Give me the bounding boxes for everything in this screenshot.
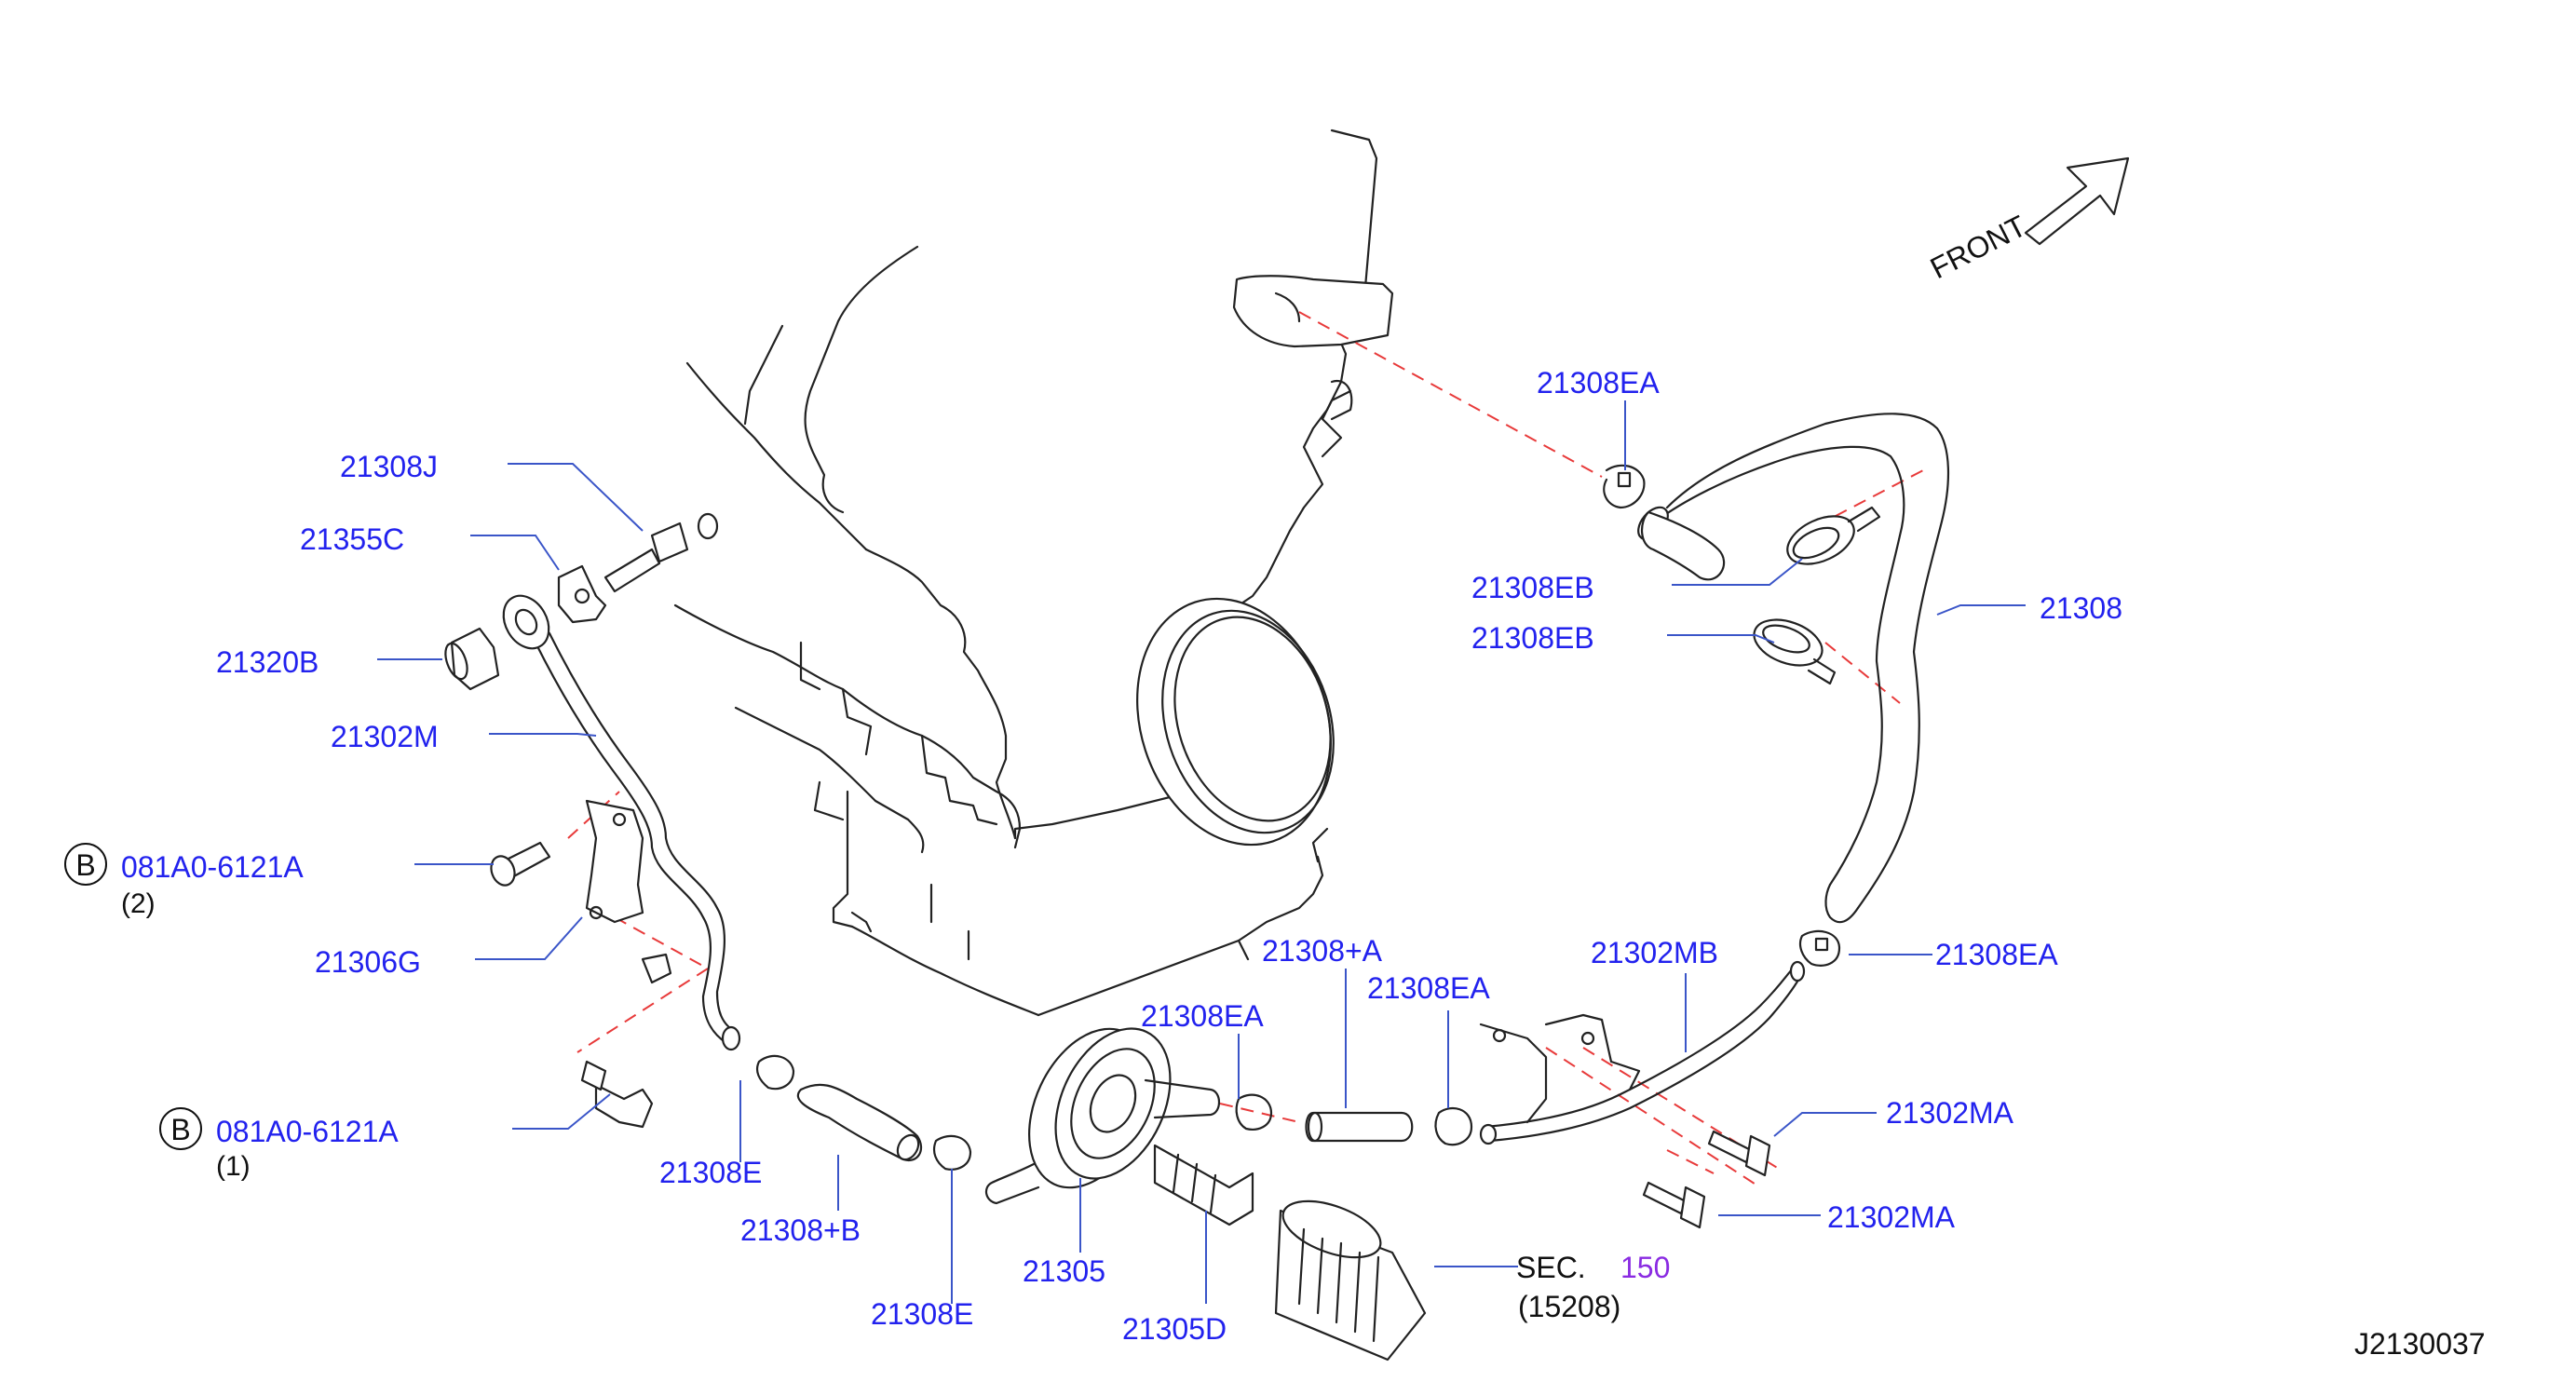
callout-21308E-lower[interactable]: 21308E <box>871 1297 973 1331</box>
crank-pulley <box>1136 597 1335 847</box>
clamp-21308EA-right <box>1798 929 1841 967</box>
callout-21355C[interactable]: 21355C <box>300 522 404 556</box>
bolt-081A0-lower <box>580 1060 654 1129</box>
front-arrow-icon <box>2024 156 2130 246</box>
oil-cooler-21305 <box>984 1027 1221 1205</box>
bracket-21306G <box>585 799 672 984</box>
front-label: FRONT <box>1925 209 2032 285</box>
leader-lines <box>377 400 2026 1304</box>
callout-21302MB[interactable]: 21302MB <box>1591 936 1718 969</box>
callout-21308+A[interactable]: 21308+A <box>1262 934 1383 968</box>
callout-21302MA-lower[interactable]: 21302MA <box>1827 1200 1956 1234</box>
short-hose-top <box>1641 510 1726 581</box>
b-marker-lower-letter: B <box>170 1113 190 1146</box>
callout-21308EB-upper[interactable]: 21308EB <box>1471 571 1594 604</box>
pipe-21302MB <box>1479 960 1806 1145</box>
callout-081A0-6121A-upper[interactable]: 081A0-6121A <box>121 850 304 884</box>
qty-081A0-6121A-lower: (1) <box>216 1151 251 1182</box>
clamp-21308EA-left <box>1235 1093 1273 1131</box>
bolt-081A0-upper <box>490 841 551 887</box>
engine-block-outline <box>673 129 1378 1017</box>
qty-081A0-6121A-upper: (2) <box>121 888 156 919</box>
callout-21306G[interactable]: 21306G <box>315 945 421 979</box>
bracket-21355C <box>557 564 607 624</box>
clamp-21308EB-upper <box>1786 506 1881 565</box>
assembly-dashed-lines <box>567 311 1924 1188</box>
callout-21308J[interactable]: 21308J <box>340 450 438 483</box>
b-marker-upper-letter: B <box>75 848 95 882</box>
callout-21308EA-top[interactable]: 21308EA <box>1537 366 1660 400</box>
pipe-21302M <box>502 594 741 1051</box>
callout-21308EA-right[interactable]: 21308EA <box>1935 938 2058 971</box>
callout-21308[interactable]: 21308 <box>2040 591 2122 625</box>
callout-21302MA-upper[interactable]: 21302MA <box>1886 1096 2014 1130</box>
clamp-21308E-lower <box>932 1134 972 1171</box>
oil-filter <box>1274 1199 1427 1362</box>
hose-21308+B <box>796 1083 923 1162</box>
callout-081A0-6121A-lower[interactable]: 081A0-6121A <box>216 1115 399 1148</box>
clamp-21308E-upper <box>755 1054 795 1091</box>
bolt-21302MA-upper <box>1707 1130 1771 1177</box>
b-marker-upper: B <box>64 843 107 886</box>
callout-21302M[interactable]: 21302M <box>331 720 439 753</box>
callout-21305[interactable]: 21305 <box>1023 1254 1105 1288</box>
plug-21320B <box>444 627 500 691</box>
bolt-21308J <box>603 512 719 593</box>
upper-water-pipe <box>1232 275 1394 421</box>
sec-reference-link[interactable]: 150 <box>1620 1251 1670 1284</box>
callout-21320B[interactable]: 21320B <box>216 645 319 679</box>
callout-21308EB-lower[interactable]: 21308EB <box>1471 621 1594 655</box>
clamp-21308EB-lower <box>1753 618 1837 685</box>
clamp-21308EA-mid <box>1434 1106 1473 1146</box>
callout-21308E-upper[interactable]: 21308E <box>659 1156 762 1189</box>
sec-label: SEC. <box>1516 1251 1586 1284</box>
clamp-21308EA-top <box>1603 464 1646 509</box>
callout-21308+B[interactable]: 21308+B <box>740 1213 861 1247</box>
diagram-id: J2130037 <box>2354 1327 2486 1361</box>
callout-21308EA-left[interactable]: 21308EA <box>1141 999 1264 1033</box>
connector-21305D <box>1153 1144 1254 1226</box>
sec-part-number: (15208) <box>1518 1290 1620 1323</box>
hose-21308 <box>1637 413 1950 924</box>
hose-21308+A <box>1305 1111 1414 1143</box>
callout-21308EA-mid[interactable]: 21308EA <box>1367 971 1490 1005</box>
callout-21305D[interactable]: 21305D <box>1122 1312 1227 1346</box>
bolt-21302MA-lower <box>1642 1181 1706 1229</box>
b-marker-lower: B <box>159 1107 202 1150</box>
